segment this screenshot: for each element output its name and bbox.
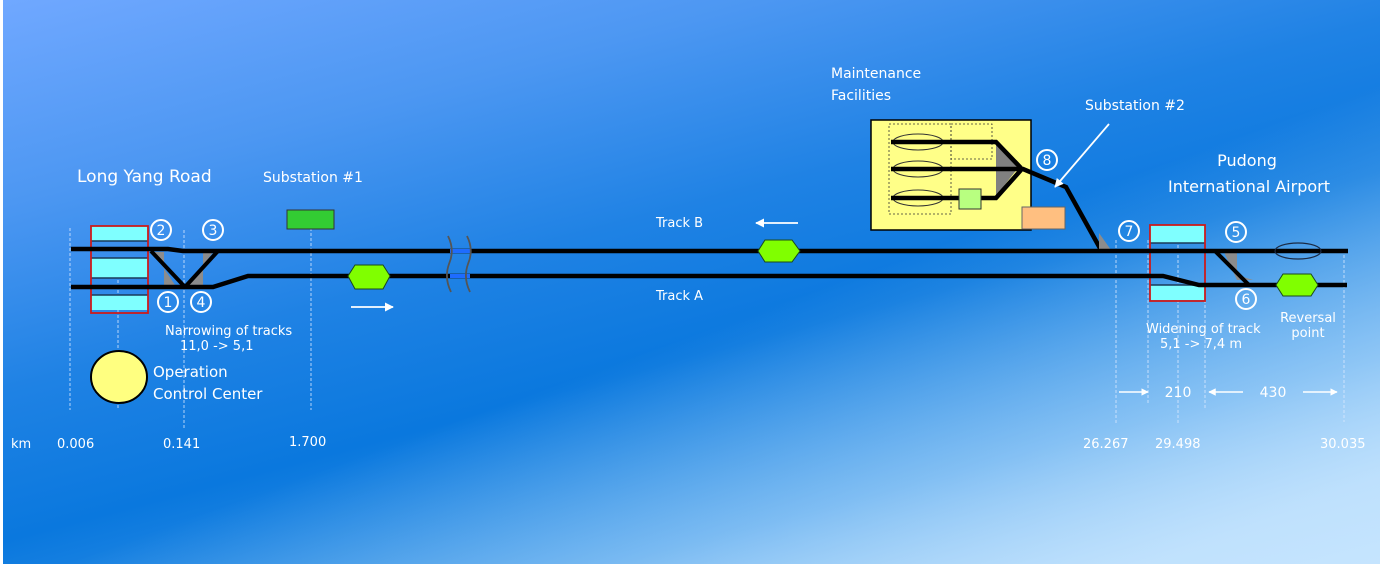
train-track-a[interactable] xyxy=(347,264,391,290)
switch-shape-5-6 xyxy=(1223,250,1253,280)
break-gap-b xyxy=(450,249,470,253)
switch-4[interactable]: 4 xyxy=(190,291,212,313)
switch-6-label: 6 xyxy=(1242,292,1251,308)
distance-430: 430 xyxy=(1260,385,1287,401)
switch-4-label: 4 xyxy=(197,295,206,311)
platform-ly-middle xyxy=(91,258,148,278)
track-a-line xyxy=(71,273,1229,290)
km-tick-0.006: 0.006 xyxy=(57,437,94,452)
track-layout-diagram: 2 3 1 4 8 7 5 6 Long Yang Road Substatio… xyxy=(11,66,1366,452)
pudong-title-line1: Pudong xyxy=(1217,151,1277,170)
substation-2-title: Substation #2 xyxy=(1085,98,1185,114)
switch-3-label: 3 xyxy=(209,223,218,239)
depot-track-2 xyxy=(891,166,1103,252)
km-tick-29.498: 29.498 xyxy=(1155,437,1201,452)
switch-7[interactable]: 7 xyxy=(1118,220,1140,242)
train-track-b[interactable] xyxy=(757,239,801,263)
switch-5[interactable]: 5 xyxy=(1225,221,1247,243)
widening-note-line1: Widening of track xyxy=(1146,322,1261,337)
km-tick-26.267: 26.267 xyxy=(1083,437,1129,452)
depot-equipment-box xyxy=(958,188,982,210)
switch-2[interactable]: 2 xyxy=(150,219,172,241)
switch-1[interactable]: 1 xyxy=(157,291,179,313)
reversal-label-line1: Reversal xyxy=(1280,311,1336,326)
km-tick-30.035: 30.035 xyxy=(1320,437,1366,452)
substation-1-title: Substation #1 xyxy=(263,170,363,186)
main-tracks xyxy=(71,246,1348,290)
switch-3[interactable]: 3 xyxy=(202,219,224,241)
maintenance-title-line1: Maintenance xyxy=(831,66,921,82)
maintenance-facility xyxy=(870,119,1103,252)
crossover-5-6 xyxy=(1213,249,1251,287)
operation-control-center-icon[interactable] xyxy=(90,350,148,404)
distance-210: 210 xyxy=(1165,385,1192,401)
break-gap-a xyxy=(450,274,470,278)
substation-2-pointer-arrow xyxy=(1054,123,1110,188)
parked-train-outline xyxy=(1274,242,1322,260)
break-wave-right xyxy=(465,235,472,293)
substation-1-box[interactable] xyxy=(286,209,335,230)
track-a-label: Track A xyxy=(655,289,703,304)
switch-1-label: 1 xyxy=(164,295,173,311)
depot-track-1 xyxy=(891,139,1023,170)
long-yang-road-station[interactable] xyxy=(90,225,149,314)
narrowing-note-line2: 11,0 -> 5,1 xyxy=(180,339,253,354)
track-b-line xyxy=(71,246,1348,254)
substation-2-box[interactable] xyxy=(1021,206,1066,230)
station-boundary-ly xyxy=(90,225,149,314)
switch-2-label: 2 xyxy=(157,223,166,239)
occ-label-line2: Control Center xyxy=(153,385,263,403)
switch-numbers: 2 3 1 4 8 7 5 6 xyxy=(150,149,1257,313)
switch-7-label: 7 xyxy=(1125,224,1134,240)
track-break-symbol xyxy=(446,235,472,293)
widening-note-line2: 5,1 -> 7,4 m xyxy=(1160,337,1242,352)
platform-pd-top xyxy=(1150,225,1205,243)
switch-8-label: 8 xyxy=(1043,153,1052,169)
break-wave-left xyxy=(446,235,453,293)
long-yang-road-title: Long Yang Road xyxy=(77,167,212,187)
switch-6[interactable]: 6 xyxy=(1235,288,1257,310)
reversal-label-line2: point xyxy=(1291,326,1324,341)
maintenance-inner-zone-2 xyxy=(950,123,993,160)
switch-8[interactable]: 8 xyxy=(1036,149,1058,171)
crossover-2-1 xyxy=(149,249,187,289)
crossover-3-4 xyxy=(183,249,220,289)
maintenance-title-line2: Facilities xyxy=(831,88,891,104)
switch-5-label: 5 xyxy=(1232,225,1241,241)
platform-ly-top xyxy=(91,226,148,241)
km-tick-1.700: 1.700 xyxy=(289,435,326,450)
station-boundary-pd xyxy=(1149,224,1206,302)
diagram-canvas: 2 3 1 4 8 7 5 6 Long Yang Road Substatio… xyxy=(3,0,1380,564)
platform-pd-bottom xyxy=(1150,285,1205,300)
km-axis: km 0.006 0.141 1.700 26.267 29.498 30.03… xyxy=(11,435,1366,452)
km-tick-0.141: 0.141 xyxy=(163,437,200,452)
depot-track-3 xyxy=(891,168,1023,201)
narrowing-note-line1: Narrowing of tracks xyxy=(165,324,292,339)
km-unit-label: km xyxy=(11,437,31,452)
pudong-title-line2: International Airport xyxy=(1168,177,1330,196)
platform-ly-bottom xyxy=(91,295,148,310)
track-b-label: Track B xyxy=(655,216,703,231)
train-reversal[interactable] xyxy=(1275,273,1319,297)
occ-label-line1: Operation xyxy=(153,363,228,381)
switch-shape-7 xyxy=(1099,233,1111,250)
